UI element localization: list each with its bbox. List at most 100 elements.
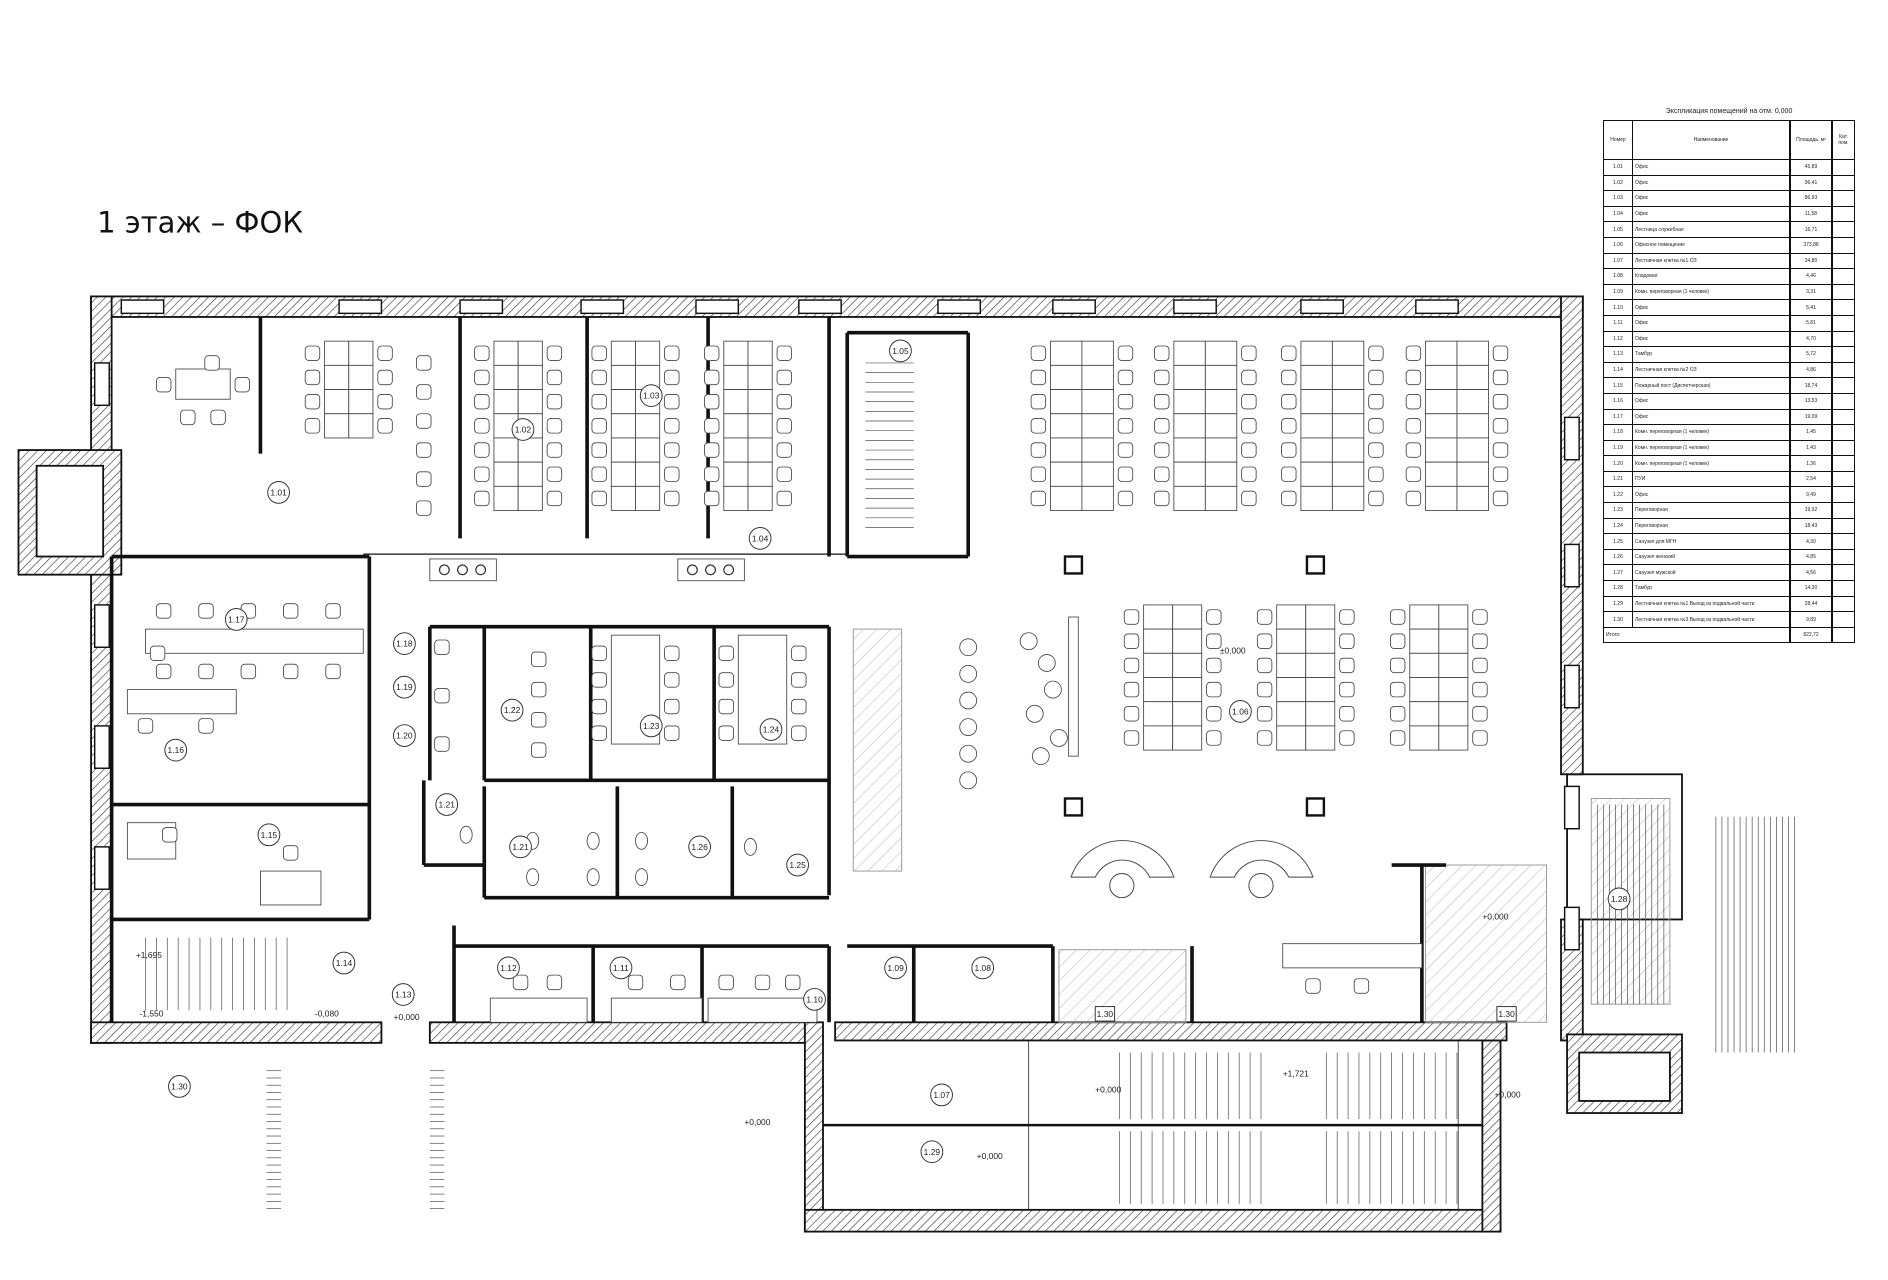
desk [1276,652,1307,678]
room-name: Комн. переговорная (1 человек) [1632,424,1791,441]
desk [1173,364,1206,390]
desk [348,364,374,390]
toilet [586,831,600,850]
chair [1492,466,1509,482]
chair [149,645,166,661]
desk [747,340,773,366]
room-number: 1.11 [613,963,629,973]
desk [145,628,364,654]
elevation-mark: -0,080 [315,1008,339,1018]
room-label: 1.30 [1094,1006,1116,1022]
chair [1339,681,1355,698]
chair [1281,466,1297,482]
window [798,299,842,315]
chair [155,663,172,680]
desk [1050,485,1083,511]
room-category [1831,502,1855,519]
room-number: 1.02 [1603,174,1633,192]
room-label: 1.21 [509,835,532,859]
chair [1405,345,1422,361]
chair [664,345,680,361]
room-area: 9,89 [1789,611,1833,628]
desk [1300,413,1333,439]
chair [591,418,607,434]
desk [1068,616,1079,757]
stool [1043,680,1062,699]
room-number: 1.20 [1603,455,1633,472]
desk [1305,604,1336,630]
stool [1019,632,1038,651]
chair [591,466,607,482]
chair [180,409,196,426]
chair [377,393,393,410]
window [937,299,982,315]
room-name: Лестничная клетка №3 Выход из подвальной… [1632,611,1791,628]
desk [1172,677,1203,703]
chair [1368,466,1384,482]
chair [664,442,680,458]
desk [260,870,322,906]
desk [610,437,636,463]
room-area: 34,80 [1789,252,1833,270]
room-number: 1.22 [504,705,521,715]
room-name: Пожарный пост (Диспетчерская) [1632,377,1791,394]
col-header-category: Кат. пом. [1831,120,1855,160]
chair [776,490,792,507]
chair [304,369,321,386]
desk [1172,725,1203,751]
desk [1204,485,1238,511]
chair [1368,369,1384,386]
desk [1300,389,1333,415]
chair [546,442,563,458]
room-area: 86,93 [1789,190,1833,207]
chair [198,663,214,680]
col-header-area: Площадь, м² [1789,120,1833,160]
room-number: 1.29 [1603,595,1633,613]
desk [1456,461,1489,487]
chair [704,418,720,434]
room-number: 1.08 [1603,268,1633,285]
room-area: 4,85 [1789,548,1833,566]
window [1300,299,1344,315]
room-name: Лестница служебная [1632,221,1791,238]
desk [1331,364,1365,390]
room-number: 1.13 [1603,346,1633,363]
room-number: 1.29 [924,1147,941,1157]
desk [635,413,661,439]
chair [1492,369,1509,386]
desk [1438,652,1469,678]
room-label: 1.20 [393,724,416,747]
chair [1281,490,1297,507]
desk [1305,628,1336,654]
chair [304,418,321,434]
desk [517,364,543,390]
chair [434,639,450,655]
elevation-mark: +1,695 [136,950,162,960]
chair [1390,730,1406,746]
chair [664,698,680,715]
toilet [526,868,540,887]
room-explication-table: Экспликация помещений на отм. 0,000 Номе… [1603,104,1855,644]
room-label: 1.05 [889,339,912,363]
stool [959,718,978,736]
room-number: 1.01 [270,487,287,497]
chair [474,393,490,410]
chair [718,672,734,688]
desk [610,461,636,487]
chair [474,466,490,482]
chair [198,718,214,734]
room-category [1831,299,1855,316]
room-area: 5,72 [1789,346,1833,363]
desk [747,364,773,390]
chair [512,974,529,991]
chair [1241,466,1257,482]
column [1305,555,1326,575]
desk [1081,437,1114,463]
chair [1281,442,1297,458]
elevation-mark: +0,000 [744,1117,770,1127]
chair [531,742,547,758]
desk [324,364,350,390]
room-name: Офис [1632,205,1791,223]
